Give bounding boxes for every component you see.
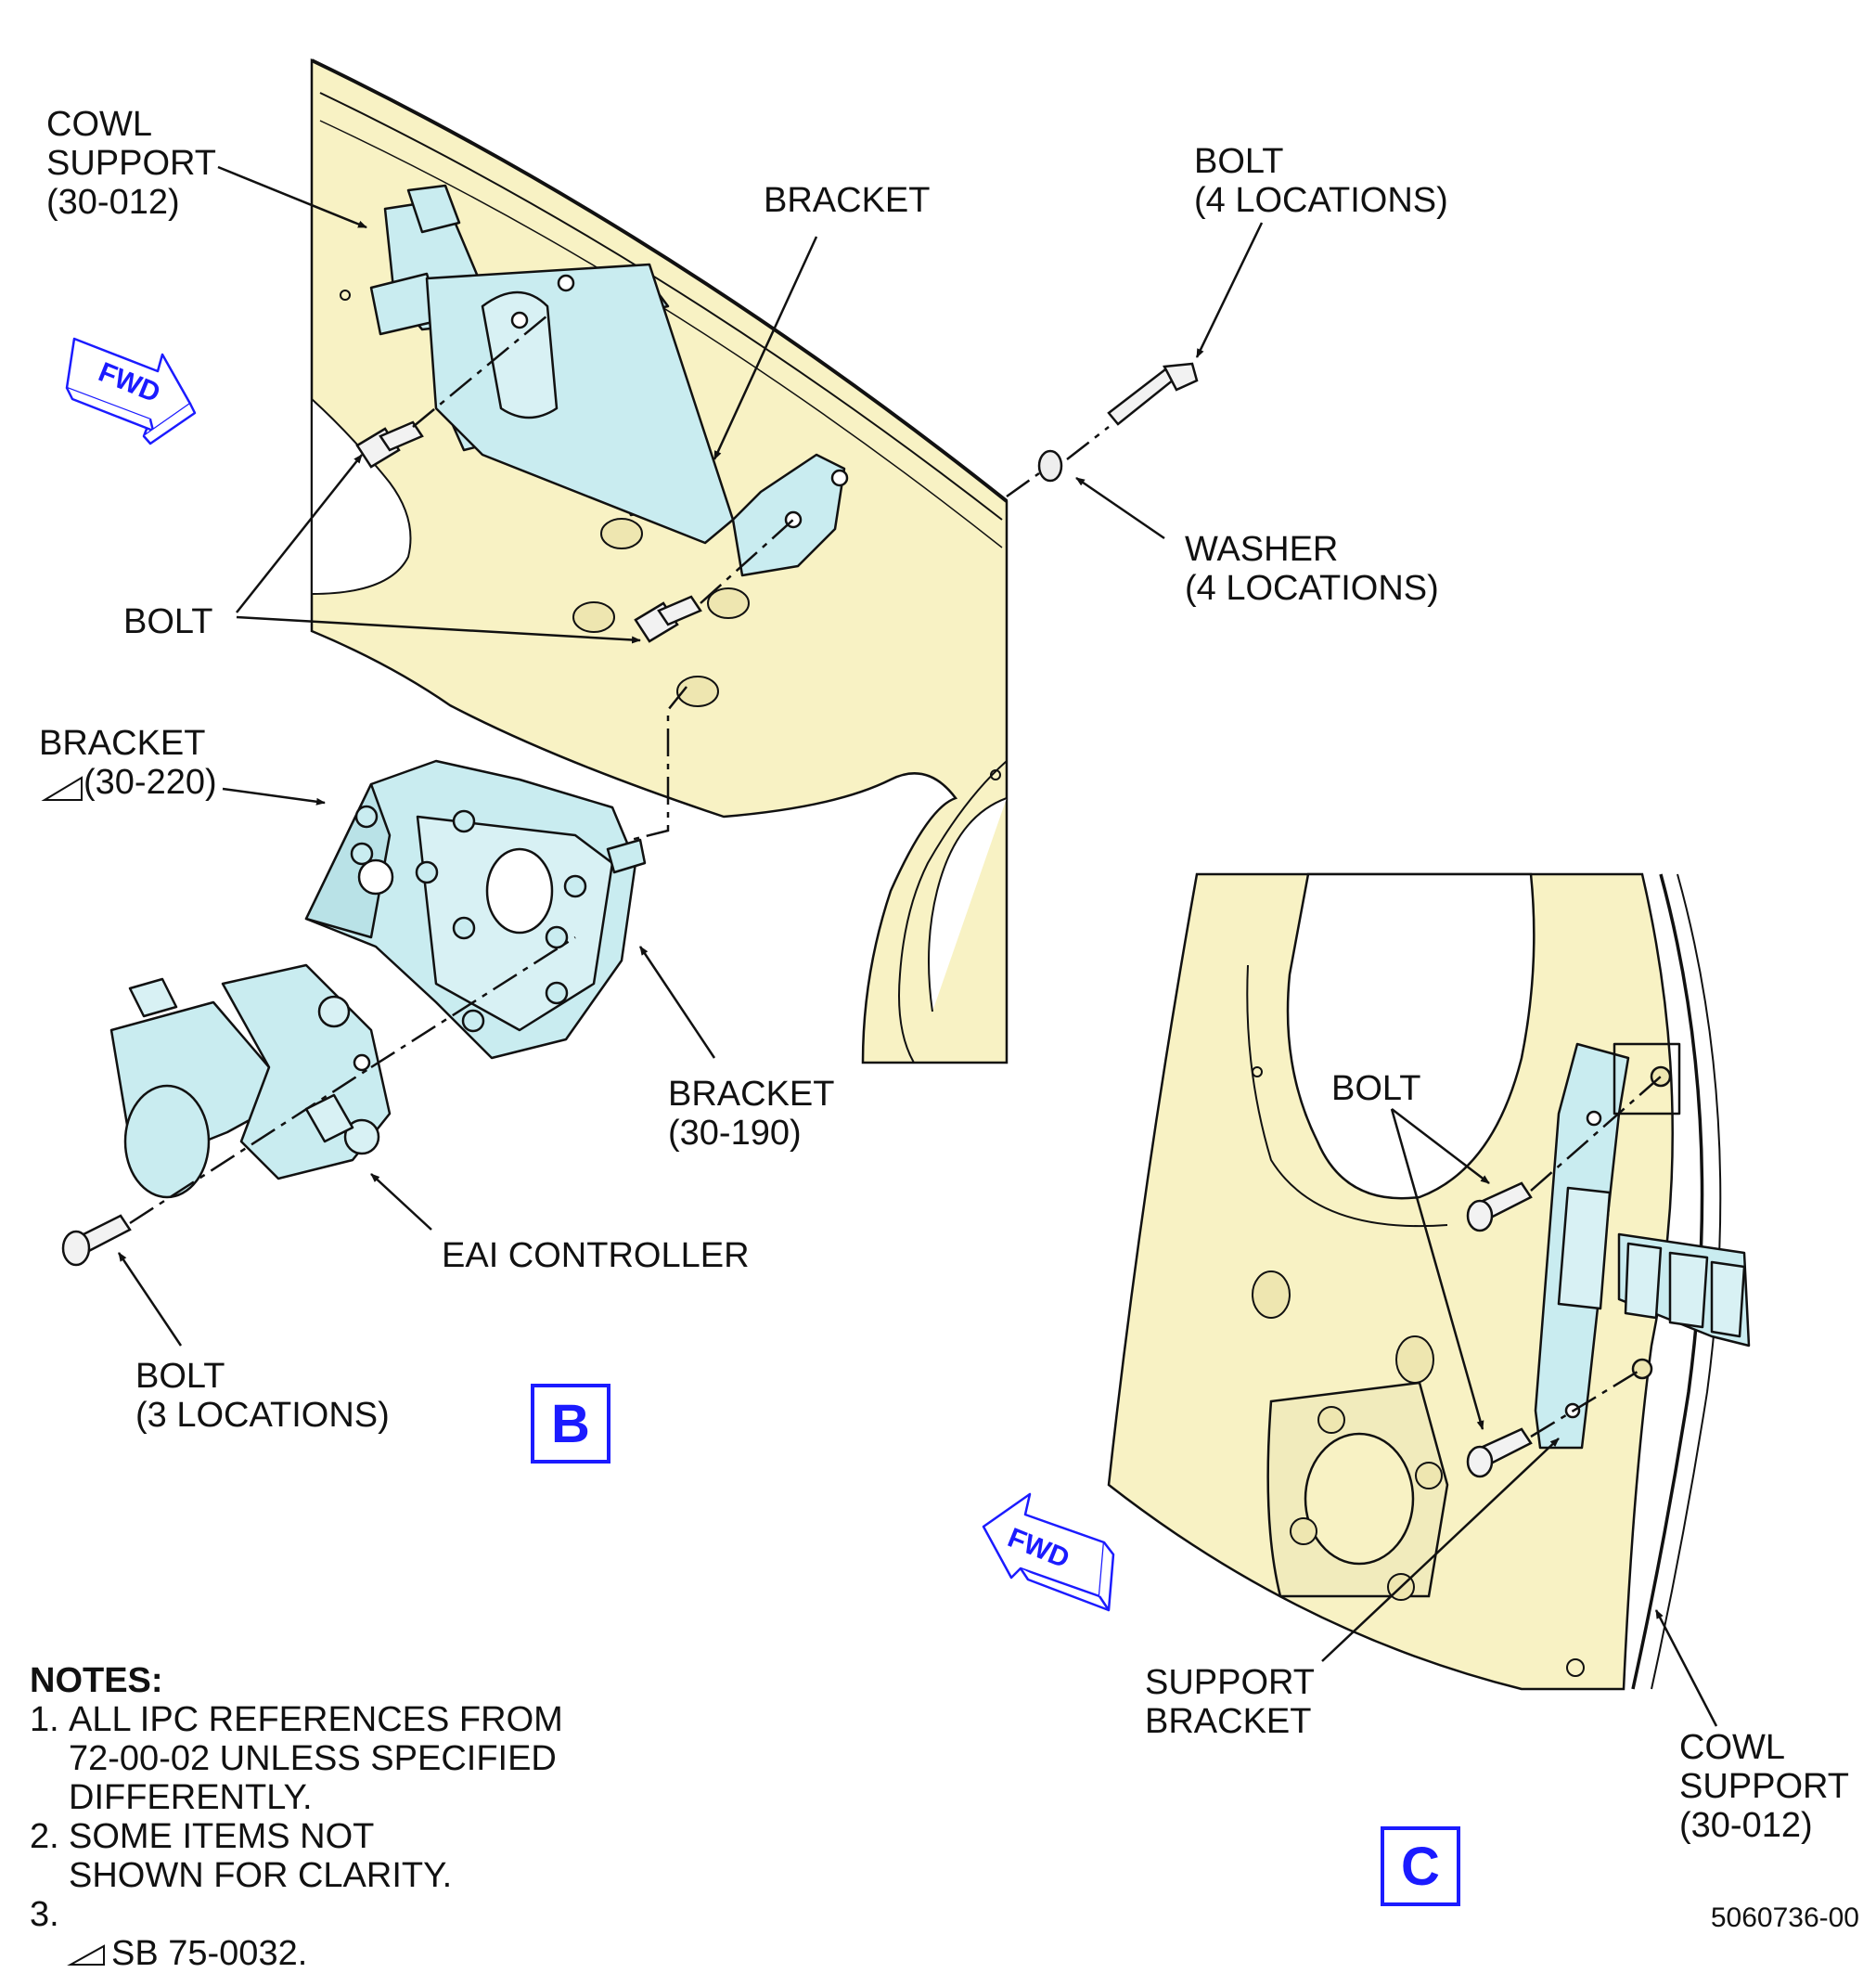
eai-controller [109,963,392,1199]
sb-flag-icon [41,776,83,801]
note-item: 3. SB 75-0032. [30,1895,308,1973]
label-bracket-top: BRACKET [764,181,931,220]
label-bracket-30-220: BRACKET (30-220) [39,724,217,802]
sb-flag-icon [67,1944,105,1966]
bracket-assembly [304,759,647,1060]
bolt-3-locations [61,1214,132,1267]
alignment-lines-eai [129,935,576,1225]
fwd-arrow-b [65,337,197,445]
alignment-lines-b [412,315,1110,842]
note-item: 1. ALL IPC REFERENCES FROM 72-00-02 UNLE… [30,1700,563,1817]
label-eai-controller: EAI CONTROLLER [442,1236,750,1275]
notes-block: NOTES: 1. ALL IPC REFERENCES FROM 72-00-… [30,1661,563,1973]
document-number: 5060736-00 [1710,1902,1859,1933]
cowl-support-parts-b [369,184,849,577]
bolts-b [355,362,1199,643]
leader-lines-b [117,165,1264,1347]
label-bolt-3-locations: BOLT(3 LOCATIONS) [135,1357,390,1435]
leader-lines-c [1321,1108,1718,1727]
label-bolt-b: BOLT [123,602,213,641]
fwd-arrow-c [982,1492,1115,1612]
note-item: 2. SOME ITEMS NOT SHOWN FOR CLARITY. [30,1817,453,1895]
cowl-panel-c [1107,872,1722,1691]
support-bracket-c [1534,1042,1751,1450]
label-bolt-c: BOLT [1331,1069,1421,1108]
alignment-lines-c [1530,1076,1662,1438]
label-washer-4-locations: WASHER(4 LOCATIONS) [1185,530,1439,608]
label-bracket-30-190: BRACKET(30-190) [668,1075,835,1153]
notes-title: NOTES: [30,1661,163,1700]
view-letter-c: C [1381,1826,1460,1906]
view-letter-b: B [531,1384,610,1464]
bolts-c [1466,1181,1533,1478]
label-bolt-4-locations: BOLT(4 LOCATIONS) [1194,142,1448,220]
